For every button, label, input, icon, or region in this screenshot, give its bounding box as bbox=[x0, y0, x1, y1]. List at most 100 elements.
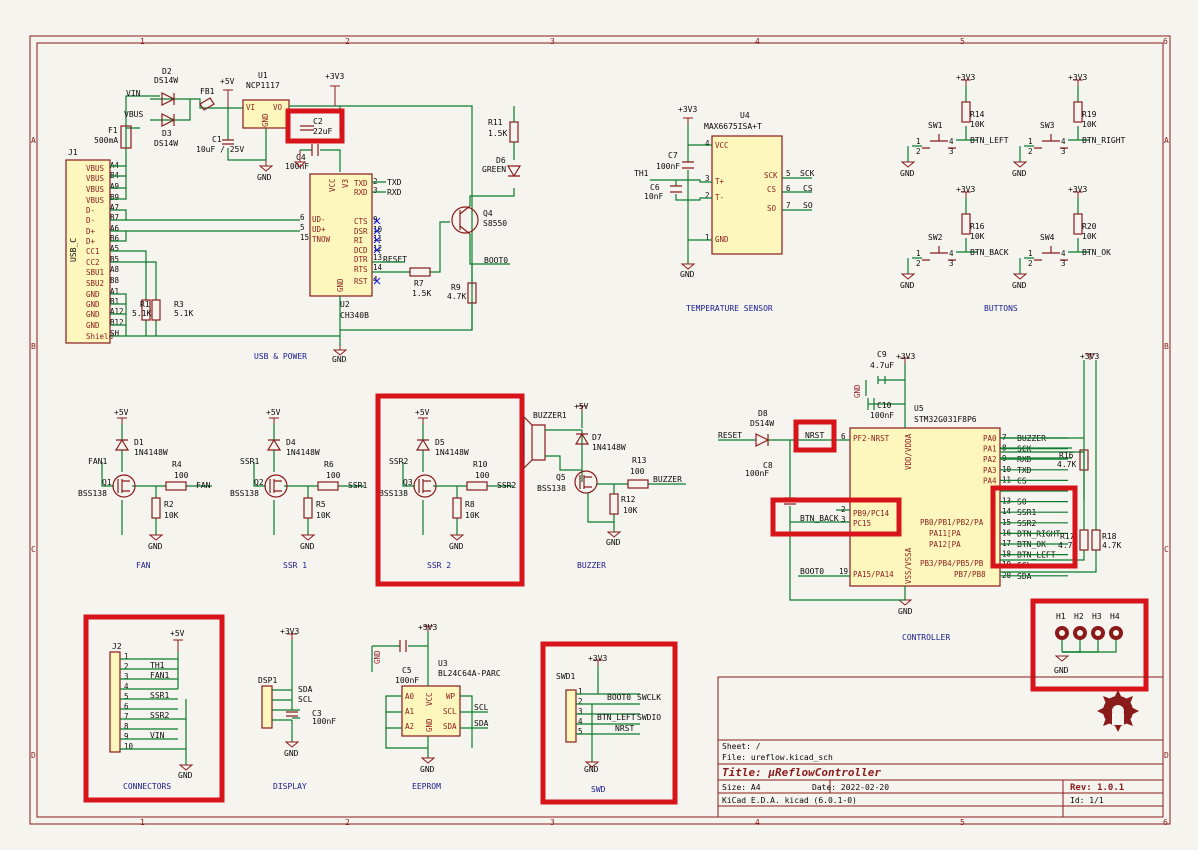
u5-pin-vdd: VDD/VDDA bbox=[904, 433, 913, 470]
title-sheet: Sheet: / bbox=[722, 742, 761, 751]
d6-ref: D6 bbox=[496, 156, 506, 165]
j1-pin-number: SH bbox=[110, 329, 120, 338]
j2-pin-number: 9 bbox=[124, 732, 129, 741]
net-vin: VIN bbox=[126, 89, 141, 98]
section-ssr1: SSR 1 bbox=[283, 561, 307, 570]
section-buttons: BUTTONS bbox=[984, 304, 1018, 313]
capacitor-c2 bbox=[300, 125, 314, 131]
j1-pin-label: GND bbox=[86, 321, 100, 330]
u5-right-pin: PA1 bbox=[983, 445, 997, 454]
net-scl-eeprom: SCL bbox=[474, 703, 489, 712]
transistor-q4 bbox=[451, 206, 479, 234]
buzzer-symbol bbox=[523, 415, 546, 470]
switch-pin: 4 bbox=[1061, 249, 1066, 258]
j1-pin-number: B6 bbox=[110, 234, 120, 243]
net-btn-back-mcu: BTN_BACK bbox=[800, 514, 839, 523]
u2-left-pin: TNOW bbox=[312, 235, 331, 244]
u3-ref: U3 bbox=[438, 659, 448, 668]
u5-num-19: 19 bbox=[839, 567, 848, 576]
gnd-mcu: GND bbox=[898, 607, 913, 616]
title-rev: Rev: 1.0.1 bbox=[1070, 783, 1124, 793]
pwr-5v-symbol bbox=[117, 417, 127, 424]
j1-pin-number: B5 bbox=[110, 255, 119, 264]
diode-d8 bbox=[755, 433, 770, 447]
gate-resistor bbox=[165, 481, 187, 491]
no-connect-mark bbox=[373, 277, 381, 285]
pwr-3v3-label: +3V3 bbox=[1068, 185, 1087, 194]
mosfet-body bbox=[269, 479, 282, 493]
pwr-3v3-symbol bbox=[1073, 79, 1083, 86]
u5-right-pin: PA3 bbox=[983, 466, 997, 475]
j1-pin-number: A7 bbox=[110, 203, 119, 212]
frame-col-top-2: 2 bbox=[345, 37, 350, 46]
pwr-3v3-symbol bbox=[1073, 191, 1083, 198]
net-reset-mcu: RESET bbox=[718, 431, 742, 440]
driver-output-net: SSR1 bbox=[348, 481, 367, 490]
r12-value: 10K bbox=[623, 506, 638, 515]
gate-resistor-ref: R10 bbox=[473, 460, 488, 469]
title-kicad: KiCad E.D.A. kicad (6.0.1-0) bbox=[722, 796, 857, 805]
q5-value: BSS138 bbox=[537, 484, 566, 493]
gnd-label: GND bbox=[449, 542, 464, 551]
usb-uart-u2 bbox=[309, 173, 373, 297]
pulldown-value: 10K bbox=[164, 511, 179, 520]
pulldown-resistor bbox=[452, 497, 462, 519]
f1-value: 500mA bbox=[94, 136, 118, 145]
pwr-3v3-symbol bbox=[961, 191, 971, 198]
j1-pin-label: VBUS bbox=[86, 174, 105, 183]
mosfet-q5 bbox=[574, 470, 598, 494]
button-net-label: BTN_LEFT bbox=[970, 136, 1009, 145]
button-resistor-value: 10K bbox=[970, 232, 985, 241]
pwr-3v3-mcu: +3V3 bbox=[896, 352, 915, 361]
u2-right-pin: RST bbox=[354, 277, 368, 286]
net-sck-temp: SCK bbox=[800, 169, 815, 178]
j1-ref: J1 bbox=[68, 148, 78, 157]
c3-ref: C3 bbox=[312, 709, 322, 718]
r13-value: 100 bbox=[630, 467, 645, 476]
resistor-r11 bbox=[509, 121, 519, 143]
buzzer1-ref: BUZZER1 bbox=[533, 411, 567, 420]
swd1-ref: SWD1 bbox=[556, 672, 575, 681]
pwr-3v3-symbol bbox=[961, 79, 971, 86]
no-connect-mark bbox=[373, 246, 381, 254]
r9-ref: R9 bbox=[451, 283, 461, 292]
d8-value: DS14W bbox=[750, 419, 774, 428]
net-buzzer-drv: BUZZER bbox=[653, 475, 682, 484]
r17-value: 4.7K bbox=[1058, 541, 1077, 550]
gate-resistor-ref: R4 bbox=[172, 460, 182, 469]
u3-pin-gnd: GND bbox=[425, 718, 434, 732]
c5-value: 100nF bbox=[395, 676, 419, 685]
pulldown-value: 10K bbox=[316, 511, 331, 520]
c1-ref: C1 bbox=[212, 135, 222, 144]
button-resistor-value: 10K bbox=[1082, 232, 1097, 241]
drivers-section: +5VD11N4148WQ1BSS138R4100R210KFAN1FANGND… bbox=[78, 408, 516, 551]
u5-pin-pa11: PA11[PA bbox=[929, 529, 961, 538]
u4-pin-tm: T- bbox=[715, 193, 724, 202]
swd-net-nrst: NRST bbox=[615, 724, 634, 733]
gnd-symbol bbox=[584, 761, 600, 768]
net-cs-temp: CS bbox=[803, 184, 813, 193]
diode-ref: D1 bbox=[134, 438, 144, 447]
u5-pin-pa12: PA12[PA bbox=[929, 540, 961, 549]
j1-pin-label: SBU1 bbox=[86, 268, 104, 277]
no-connect-mark bbox=[373, 236, 381, 244]
u1-ref: U1 bbox=[258, 71, 268, 80]
switch-pin: 4 bbox=[949, 249, 954, 258]
c3-value: 100nF bbox=[312, 717, 336, 726]
section-swd: SWD bbox=[591, 785, 606, 794]
gnd-label: GND bbox=[1012, 281, 1027, 290]
j1-value: USB_C bbox=[69, 238, 78, 262]
mosfet-ref: Q2 bbox=[254, 478, 264, 487]
j1-pin-label: GND bbox=[86, 290, 100, 299]
swd-connector-body bbox=[565, 689, 577, 743]
display-net-label: SDA bbox=[298, 685, 313, 694]
flyback-diode bbox=[415, 438, 431, 451]
gnd-symbol bbox=[449, 534, 465, 541]
u3-pin-wp: WP bbox=[446, 692, 456, 701]
title-size: Size: A4 bbox=[722, 783, 761, 792]
led-d6 bbox=[506, 165, 522, 178]
u2-right-pin: RTS bbox=[354, 265, 368, 274]
capacitor-c6 bbox=[670, 185, 682, 193]
pulldown-ref: R2 bbox=[164, 500, 174, 509]
